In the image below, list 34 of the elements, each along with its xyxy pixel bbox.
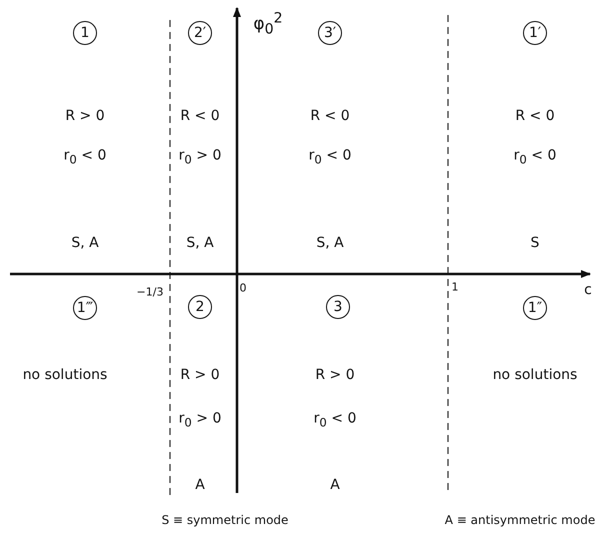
axis-label: c bbox=[584, 282, 592, 298]
region-condition: no solutions bbox=[492, 367, 578, 383]
region-condition: S bbox=[530, 235, 540, 251]
tick-label: 0 bbox=[240, 282, 246, 294]
region-number: 1‴ bbox=[73, 296, 97, 320]
region-condition: r$_{0}$ < 0 bbox=[514, 148, 556, 166]
region-condition: R < 0 bbox=[310, 108, 350, 124]
region-condition: S, A bbox=[316, 235, 344, 251]
legend-note: A ≡ antisymmetric mode bbox=[444, 513, 596, 527]
region-condition: R > 0 bbox=[180, 367, 220, 383]
region-number: 1″ bbox=[523, 296, 547, 320]
tick-label: −1/3 bbox=[136, 286, 164, 298]
region-condition: no solutions bbox=[22, 367, 108, 383]
region-condition: A bbox=[330, 477, 340, 493]
region-condition: S, A bbox=[71, 235, 99, 251]
region-condition: r$_{0}$ < 0 bbox=[314, 410, 356, 430]
region-number: 2 bbox=[188, 295, 212, 319]
region-condition: R < 0 bbox=[180, 108, 220, 124]
region-condition: R > 0 bbox=[315, 367, 355, 383]
legend-note: S ≡ symmetric mode bbox=[162, 513, 288, 527]
region-condition: r$_{0}$ > 0 bbox=[178, 410, 222, 430]
region-condition: r$_{0}$ < 0 bbox=[64, 148, 106, 166]
region-number: 3′ bbox=[318, 21, 342, 45]
region-condition: R > 0 bbox=[65, 108, 105, 124]
region-condition: r$_{0}$ > 0 bbox=[178, 148, 222, 166]
region-number: 1′ bbox=[523, 21, 547, 45]
region-number: 1 bbox=[73, 21, 97, 45]
region-condition: r$_{0}$ < 0 bbox=[308, 148, 352, 166]
region-condition: R < 0 bbox=[515, 108, 555, 124]
region-condition: S, A bbox=[186, 235, 214, 251]
tick-label: 1 bbox=[452, 280, 458, 294]
region-number: 2′ bbox=[188, 21, 212, 45]
region-condition: A bbox=[195, 477, 205, 493]
region-number: 3 bbox=[326, 295, 350, 319]
